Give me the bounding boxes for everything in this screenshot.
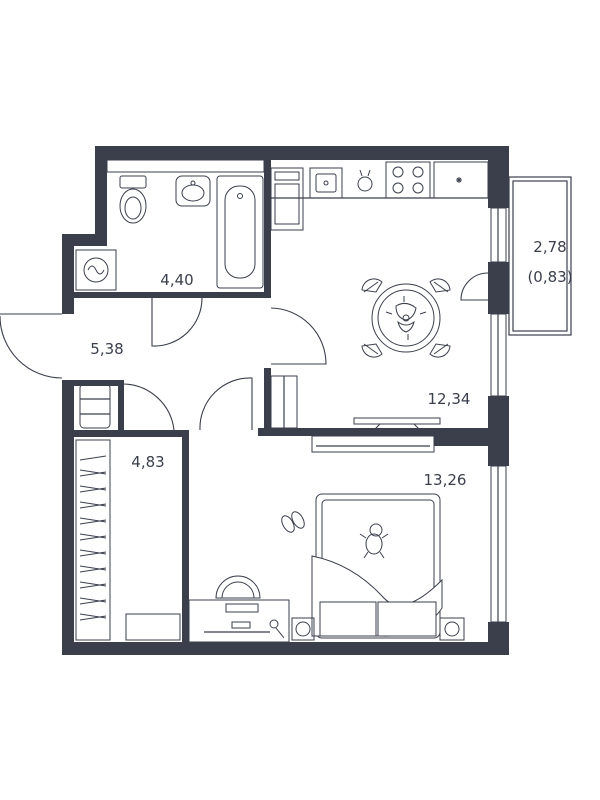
chair-icon [429,278,451,293]
chair-icon [361,278,383,293]
windows [106,159,507,623]
dining-table [361,278,451,358]
bathtub-icon [216,175,264,289]
closet-door [123,383,175,431]
closet-area-label: 4,83 [131,453,164,471]
flower-vase-icon [385,296,427,340]
kitchen-fixtures [270,161,489,231]
balcony-reduced-area-label: (0,83) [527,268,572,286]
shoe-rack-icon [79,383,111,429]
teddy-bear-icon [359,523,389,559]
heater-icon [291,617,315,641]
kitchen-cabinet [270,375,298,429]
sink-icon [175,175,211,207]
hall-area-label: 5,38 [90,340,123,358]
chair-icon [429,343,451,358]
heater-icon [439,617,465,641]
exterior-walls [62,146,509,655]
washing-machine-icon [75,249,117,291]
tv-icon [353,417,441,431]
stove-icon [385,161,431,199]
balcony [460,176,572,336]
bathroom-fixtures [75,175,264,291]
balcony-area-label: 2,78 [533,238,566,256]
office-chair-icon [215,575,261,599]
closet-shelving [75,439,181,641]
interior-walls [74,160,488,642]
dishwasher-icon [433,161,489,199]
bathroom-area-label: 4,40 [160,271,193,289]
kitchen-area-label: 12,34 [428,390,471,408]
toilet-icon [119,175,147,224]
wardrobe-bedroom [311,435,435,453]
entrance-door [0,313,63,379]
kitchen-sink-icon [309,167,343,199]
chair-icon [361,343,383,358]
bedroom-door [199,377,253,431]
bathroom-door [151,297,203,347]
desk-icon [188,599,290,643]
fridge-icon [270,167,304,231]
area-labels: 4,40 5,38 4,83 12,34 13,26 2,78 (0,83) [90,238,572,489]
bed-icon [311,493,443,639]
faucet-icon [357,169,373,192]
desk-lamp-icon [269,619,285,639]
bedroom-area-label: 13,26 [424,471,467,489]
kitchen-door [270,307,327,365]
doors [0,297,327,431]
slippers-icon [281,511,305,533]
